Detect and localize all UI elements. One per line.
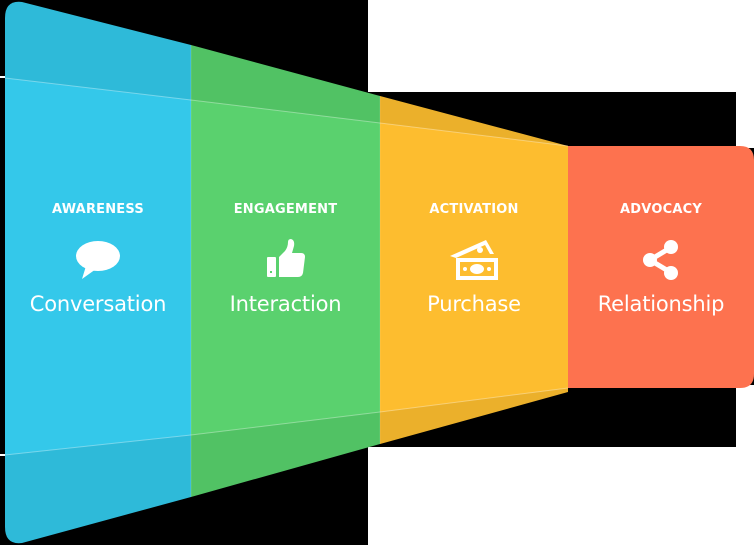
stage-title: ENGAGEMENT (233, 202, 338, 217)
background-region (754, 148, 756, 448)
stage-advocacy: ADVOCACY Relationship (568, 200, 754, 316)
stage-label: Relationship (597, 292, 725, 316)
divider-line-top (4, 77, 569, 147)
background-region (736, 92, 756, 148)
thumbs-up-icon (191, 234, 380, 286)
background-region (368, 0, 756, 92)
background-region (0, 454, 5, 456)
stage-title: ADVOCACY (620, 202, 702, 217)
stage-activation: ACTIVATION Purchase (380, 200, 568, 316)
stage-label: Purchase (427, 292, 521, 316)
stage-label: Interaction (229, 292, 342, 316)
stage-engagement: ENGAGEMENT Interaction (191, 200, 380, 316)
background-region (736, 385, 756, 447)
stage-awareness: AWARENESS Conversation (5, 200, 191, 316)
speech-bubble-icon (5, 234, 191, 286)
background-region (0, 76, 5, 78)
background-region (368, 447, 756, 545)
money-icon (380, 234, 568, 286)
divider-line-bottom (4, 387, 569, 456)
stage-title: ACTIVATION (429, 202, 519, 217)
stage-title: AWARENESS (52, 202, 144, 217)
stage-label: Conversation (29, 292, 167, 316)
share-icon (568, 234, 754, 286)
